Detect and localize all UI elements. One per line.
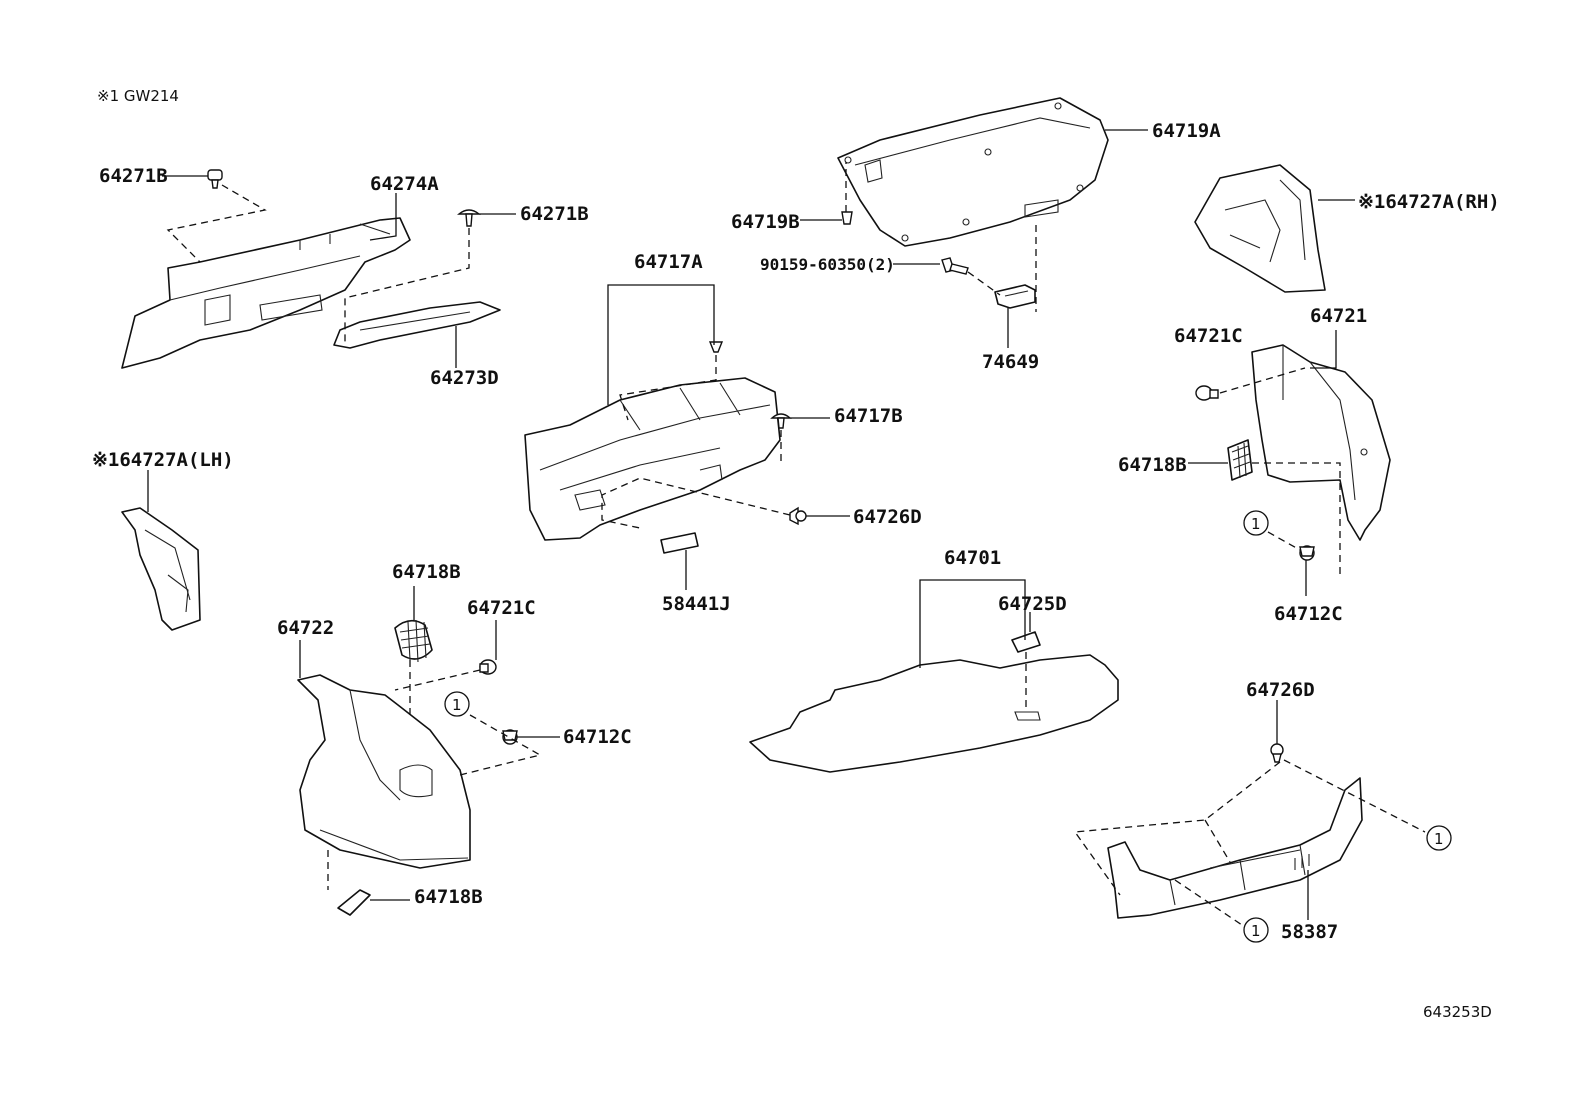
screw-64726D-a — [789, 506, 807, 526]
handle-74649 — [994, 284, 1036, 309]
bolt-90159-60350 — [941, 257, 969, 275]
label-64701: 64701 — [944, 547, 1001, 569]
grille-64718B-c — [337, 889, 371, 916]
label-64718B-b: 64718B — [392, 561, 461, 583]
grille-64718B-a — [1227, 439, 1253, 481]
model-note: ※1 GW214 — [97, 87, 179, 105]
label-64721C-a: 64721C — [1174, 325, 1243, 347]
label-64271B-b: 64271B — [520, 203, 589, 225]
label-90159-60350: 90159-60350(2) — [760, 255, 895, 274]
label-58441J: 58441J — [662, 593, 731, 615]
label-64718B-a: 64718B — [1118, 454, 1187, 476]
svg-text:1: 1 — [1251, 922, 1261, 940]
trim-panel-64274A — [121, 217, 411, 369]
clip-64719B — [841, 211, 853, 225]
side-trim-64722 — [297, 674, 471, 869]
label-64721: 64721 — [1310, 305, 1367, 327]
clip-64717A — [708, 341, 724, 353]
label-74649: 74649 — [982, 351, 1039, 373]
clip-64712C-b — [502, 729, 518, 745]
floor-mat-64701 — [749, 654, 1119, 773]
clip-64271B-a — [207, 169, 223, 189]
label-64717A: 64717A — [634, 251, 703, 273]
screw-64726D-b — [1270, 743, 1284, 763]
clip-64721C-a — [1195, 385, 1219, 401]
label-64725D: 64725D — [998, 593, 1067, 615]
label-64726D-a: 64726D — [853, 506, 922, 528]
clip-64721C-b — [479, 659, 497, 675]
plate-64725D — [1011, 631, 1041, 653]
cover-64727A-RH — [1194, 164, 1326, 293]
label-64727A-RH: ※164727A(RH) — [1358, 191, 1500, 213]
diagram-code: 643253D — [1423, 1003, 1492, 1021]
trim-panel-64273D — [333, 301, 501, 349]
clip-64271B-b — [457, 209, 481, 227]
label-64712C-a: 64712C — [1274, 603, 1343, 625]
label-64726D-b: 64726D — [1246, 679, 1315, 701]
callout-1-b: 1 — [444, 691, 470, 717]
label-64719A: 64719A — [1152, 120, 1221, 142]
label-64274A: 64274A — [370, 173, 439, 195]
label-58387: 58387 — [1281, 921, 1338, 943]
svg-text:1: 1 — [1434, 830, 1444, 848]
callout-1-d: 1 — [1243, 917, 1269, 943]
label-64722: 64722 — [277, 617, 334, 639]
label-64271B-a: 64271B — [99, 165, 168, 187]
grille-64718B-b — [394, 619, 433, 663]
sill-plate-58387 — [1107, 777, 1363, 919]
label-64712C-b: 64712C — [563, 726, 632, 748]
label-64717B: 64717B — [834, 405, 903, 427]
svg-text:1: 1 — [1251, 515, 1261, 533]
cover-58441J — [660, 532, 699, 554]
label-64273D: 64273D — [430, 367, 499, 389]
lid-trim-64719A — [837, 97, 1109, 247]
callout-1-c: 1 — [1426, 825, 1452, 851]
label-64718B-c: 64718B — [414, 886, 483, 908]
label-64719B: 64719B — [731, 211, 800, 233]
label-64727A-LH: ※164727A(LH) — [92, 449, 234, 471]
cover-64727A-LH — [121, 507, 201, 631]
side-trim-64721 — [1251, 344, 1391, 541]
clip-64712C-a — [1299, 545, 1315, 561]
callout-1-a: 1 — [1243, 510, 1269, 536]
clip-64717B — [770, 413, 792, 429]
label-64721C-b: 64721C — [467, 597, 536, 619]
deck-panel-64717A — [524, 377, 781, 541]
svg-text:1: 1 — [452, 696, 462, 714]
